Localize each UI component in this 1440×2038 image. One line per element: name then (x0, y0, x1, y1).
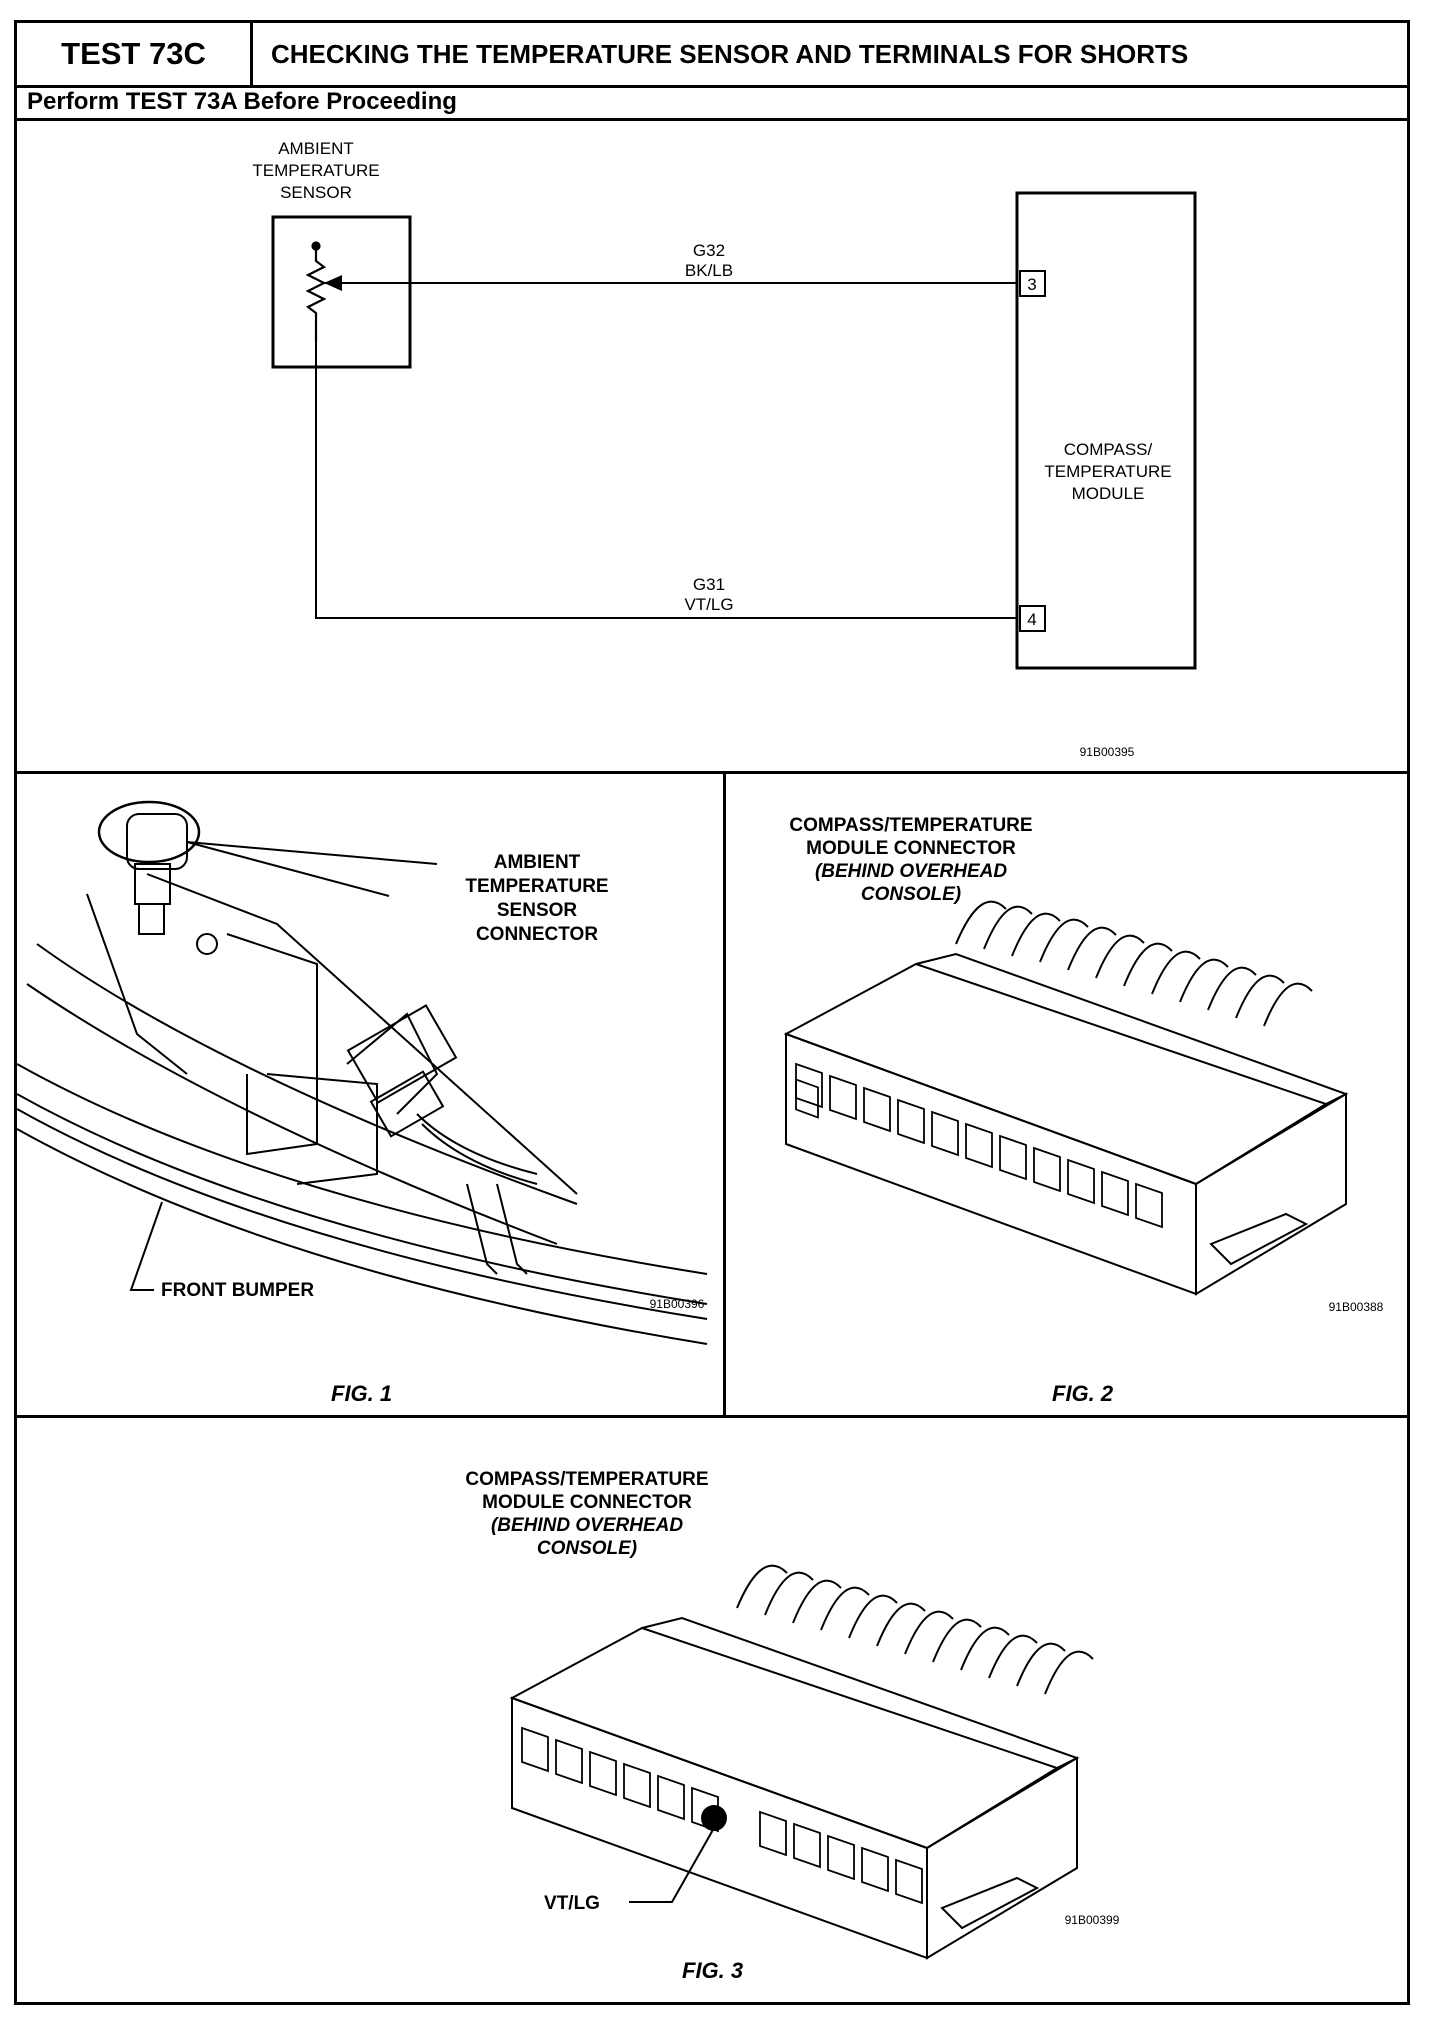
fig3-figure-id: 91B00399 (1065, 1913, 1120, 1927)
vt-lg-pin-marker (701, 1805, 727, 1831)
pin-3-box (1019, 270, 1046, 297)
module-label-3: MODULE (1072, 484, 1145, 503)
connector-label-4: CONNECTOR (476, 924, 598, 945)
connector-label-2: TEMPERATURE (465, 876, 608, 897)
schematic-panel: AMBIENT TEMPERATURE SENSOR G32 BK/LB G31… (17, 121, 1407, 774)
wiper-arrow-icon (324, 275, 342, 291)
fig2-connector-drawing (783, 900, 1349, 1296)
fig1-illustration: AMBIENT TEMPERATURE SENSOR CONNECTOR FRO… (16, 800, 708, 1345)
thermistor-icon (305, 241, 327, 341)
fig3-label-2: MODULE CONNECTOR (482, 1492, 692, 1513)
module-label-1: COMPASS/ (1064, 440, 1153, 459)
fig2-label-1: COMPASS/TEMPERATURE (789, 815, 1032, 836)
wire-bottom-circuit: G31 (693, 575, 725, 594)
header-row: TEST 73C CHECKING THE TEMPERATURE SENSOR… (17, 23, 1407, 88)
wiring-schematic: AMBIENT TEMPERATURE SENSOR G32 BK/LB G31… (252, 139, 1197, 759)
connector-leader-line (186, 841, 390, 897)
wire-top-circuit: G32 (693, 241, 725, 260)
connector-leader-line-2 (186, 841, 438, 865)
sensor-label-2: TEMPERATURE (252, 161, 379, 180)
pin-3-label: 3 (1027, 275, 1036, 294)
test-sheet: TEST 73C CHECKING THE TEMPERATURE SENSOR… (14, 20, 1410, 2005)
pin-4-label: 4 (1027, 610, 1036, 629)
sensor-highlight-circle (97, 800, 201, 864)
fig2-illustration: COMPASS/TEMPERATURE MODULE CONNECTOR (BE… (783, 815, 1384, 1314)
module-label-2: TEMPERATURE (1044, 462, 1171, 481)
pin-label: VT/LG (544, 1893, 600, 1914)
test-title: CHECKING THE TEMPERATURE SENSOR AND TERM… (271, 38, 1189, 69)
fig3-label-1: COMPASS/TEMPERATURE (465, 1469, 708, 1490)
fig3-label-4: CONSOLE) (537, 1538, 637, 1559)
module-box (1015, 191, 1197, 670)
sensor-label-3: SENSOR (280, 183, 352, 202)
fig2-label-4: CONSOLE) (861, 884, 961, 905)
prerequisite-note: Perform TEST 73A Before Proceeding (17, 85, 1407, 121)
wire-g31 (315, 341, 1017, 619)
fig3-cavity-row (521, 1726, 923, 1905)
wire-top-color: BK/LB (685, 261, 733, 280)
schematic-figure-id: 91B00395 (1080, 745, 1135, 759)
pin-leader-line (629, 1827, 715, 1903)
test-id: TEST 73C (17, 23, 253, 85)
wire-bottom-color: VT/LG (684, 595, 733, 614)
fig2-cavity-row (795, 1062, 1163, 1229)
pin-4-box (1019, 605, 1046, 632)
fig2-label-2: MODULE CONNECTOR (806, 838, 1016, 859)
bumper-leader-line (129, 1201, 163, 1291)
bumper-label: FRONT BUMPER (161, 1280, 314, 1301)
fig3-panel: COMPASS/TEMPERATURE MODULE CONNECTOR (BE… (17, 1418, 1407, 2002)
fig3-label-3: (BEHIND OVERHEAD (491, 1515, 683, 1536)
fig2-label-3: (BEHIND OVERHEAD (815, 861, 1007, 882)
fig1-figure-id: 91B00396 (650, 1297, 705, 1311)
fig2-panel: COMPASS/TEMPERATURE MODULE CONNECTOR (BE… (726, 774, 1407, 1418)
sensor-box (271, 215, 412, 369)
fig2-caption: FIG. 2 (1052, 1381, 1114, 1406)
fig1-caption: FIG. 1 (331, 1381, 393, 1406)
fig3-connector-drawing (509, 1564, 1094, 1960)
sensor-label-1: AMBIENT (278, 139, 354, 158)
connector-label-1: AMBIENT (494, 852, 581, 873)
fig2-figure-id: 91B00388 (1329, 1300, 1384, 1314)
fig3-illustration: COMPASS/TEMPERATURE MODULE CONNECTOR (BE… (465, 1469, 1120, 1960)
fig3-caption: FIG. 3 (682, 1958, 744, 1983)
connector-label-3: SENSOR (497, 900, 578, 921)
fig1-panel: AMBIENT TEMPERATURE SENSOR CONNECTOR FRO… (16, 774, 726, 1418)
